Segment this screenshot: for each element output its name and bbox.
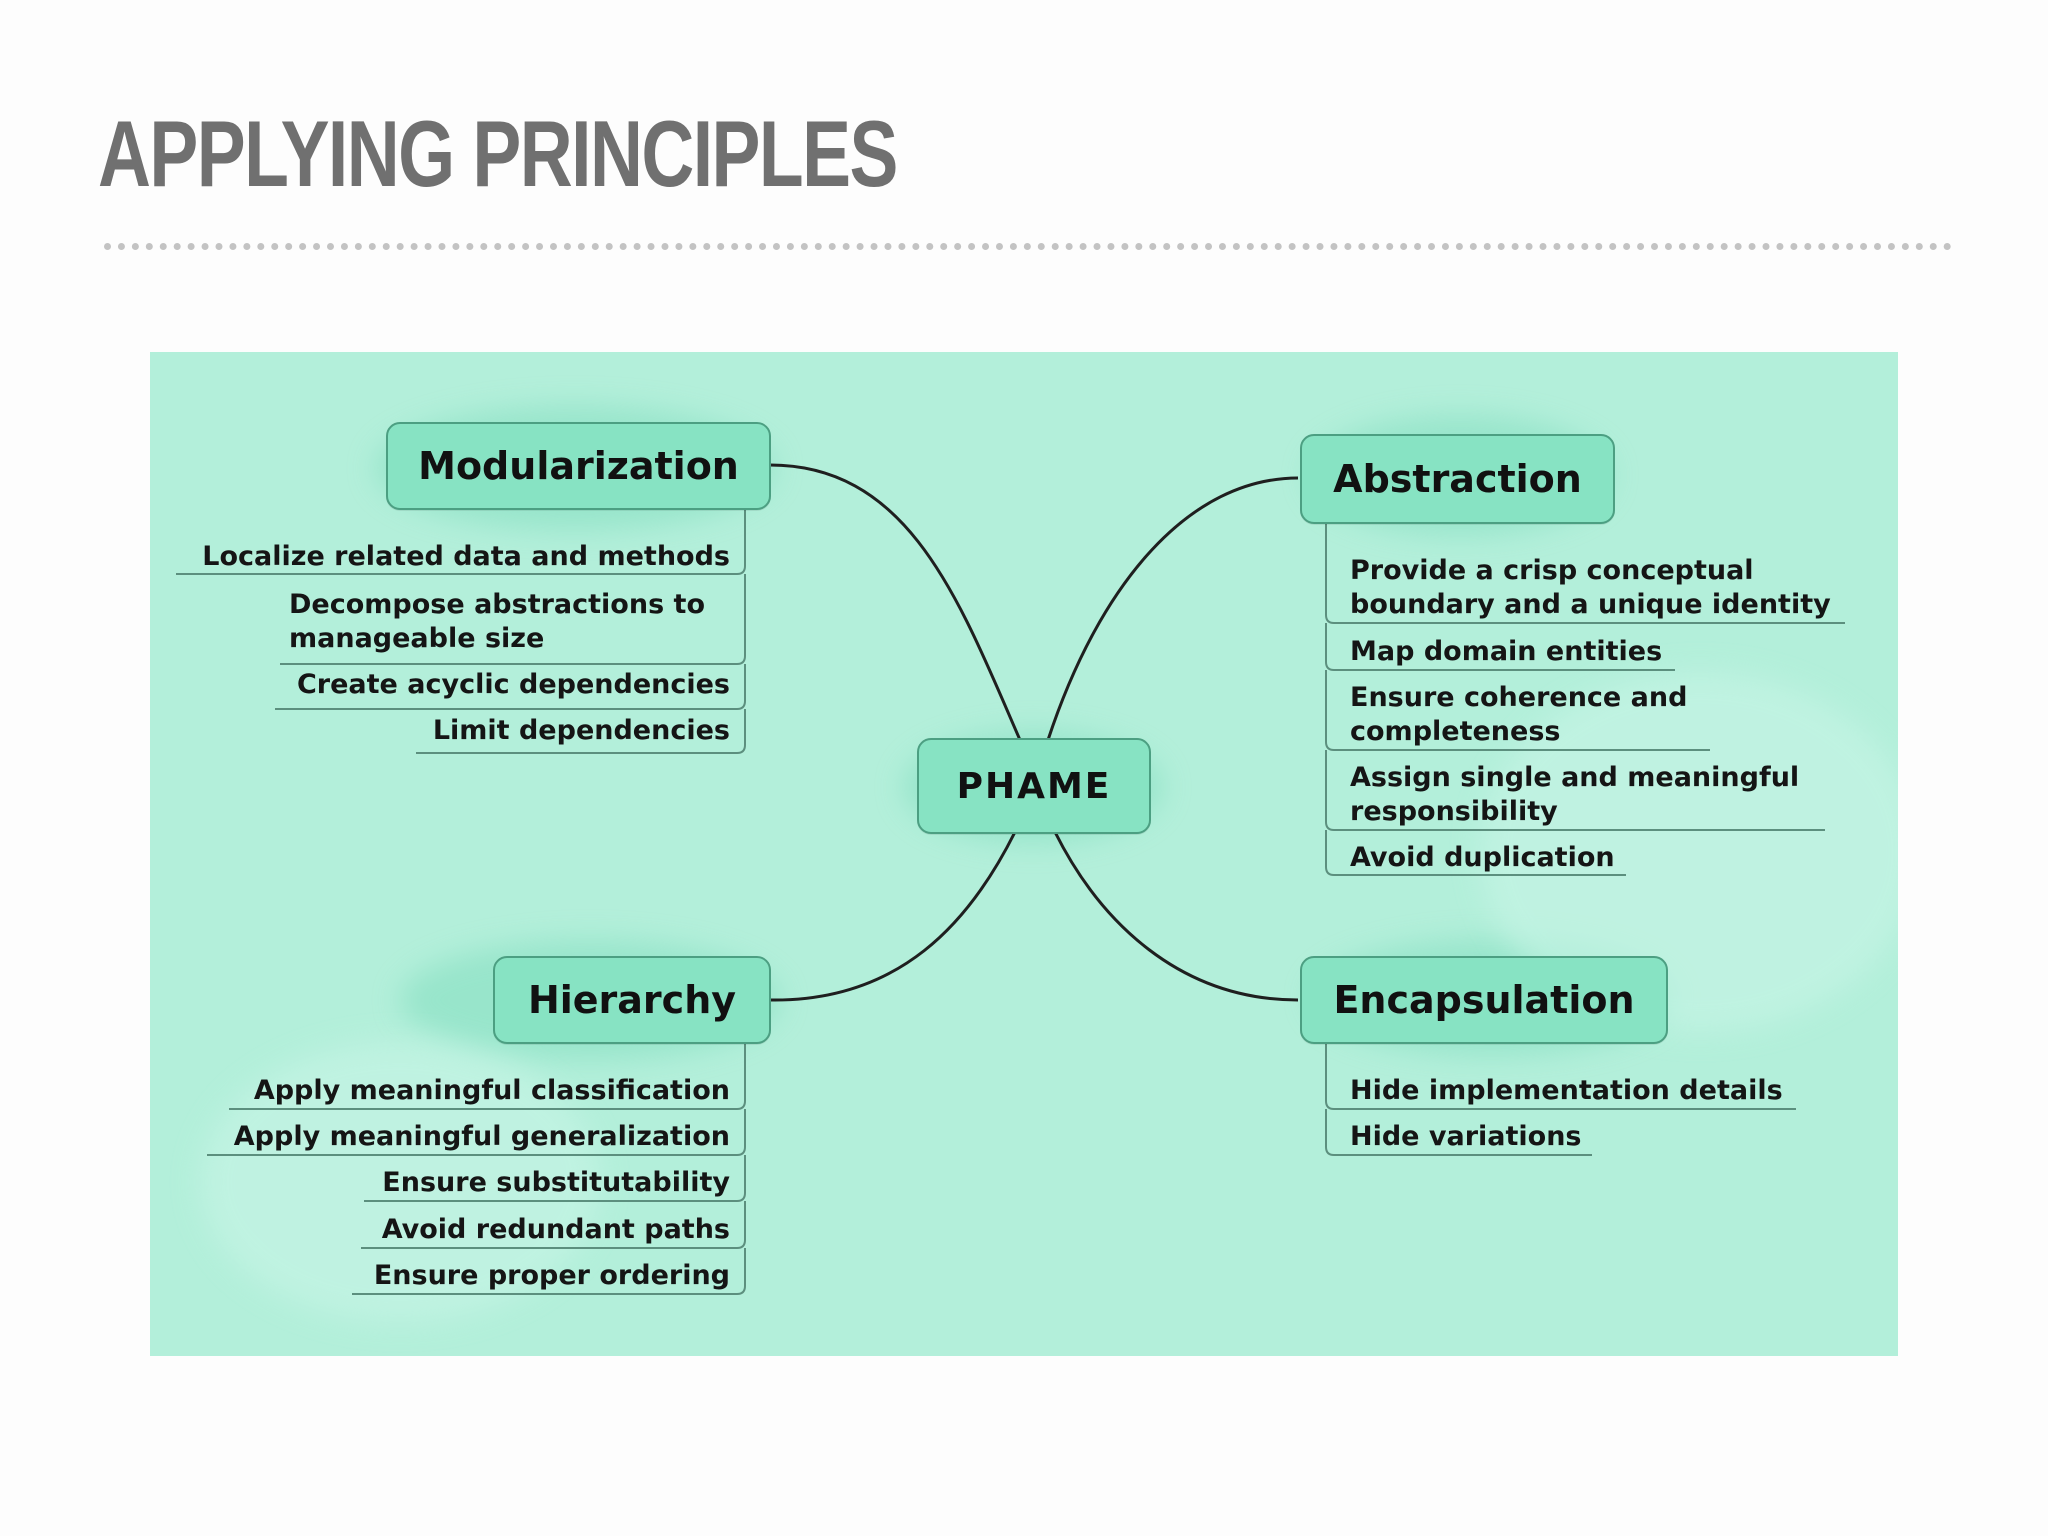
node-modularization: Modularization — [386, 422, 771, 510]
encapsulation-item: Hide variations — [1350, 1121, 1582, 1152]
abstraction-item: Provide a crisp conceptual boundary and … — [1350, 555, 1831, 620]
modularization-item: Create acyclic dependencies — [296, 669, 730, 700]
hierarchy-item: Ensure proper ordering — [373, 1260, 730, 1291]
center-node-phame: PHAME — [917, 738, 1151, 834]
encapsulation-item: Hide implementation details — [1350, 1075, 1783, 1106]
abstraction-item: Map domain entities — [1350, 636, 1663, 667]
abstraction-item: Avoid duplication — [1350, 842, 1615, 873]
node-abstraction: Abstraction — [1300, 434, 1615, 524]
slide-title: APPLYING PRINCIPLES — [98, 101, 898, 206]
modularization-item: Decompose abstractions to manageable siz… — [289, 589, 705, 654]
abstraction-item: Assign single and meaningful responsibil… — [1350, 762, 1800, 827]
abstraction-item: Ensure coherence and completeness — [1350, 682, 1688, 747]
hierarchy-item: Apply meaningful classification — [253, 1075, 730, 1106]
mind-map: PHAME Modularization Localize related da… — [150, 352, 1898, 1356]
hierarchy-item: Ensure substitutability — [382, 1167, 730, 1198]
modularization-item: Limit dependencies — [432, 715, 730, 746]
modularization-item: Localize related data and methods — [202, 541, 730, 572]
node-hierarchy: Hierarchy — [493, 956, 771, 1044]
node-encapsulation: Encapsulation — [1300, 956, 1668, 1044]
hierarchy-item: Apply meaningful generalization — [233, 1121, 730, 1152]
title-divider — [104, 243, 1952, 250]
hierarchy-item: Avoid redundant paths — [381, 1214, 730, 1245]
